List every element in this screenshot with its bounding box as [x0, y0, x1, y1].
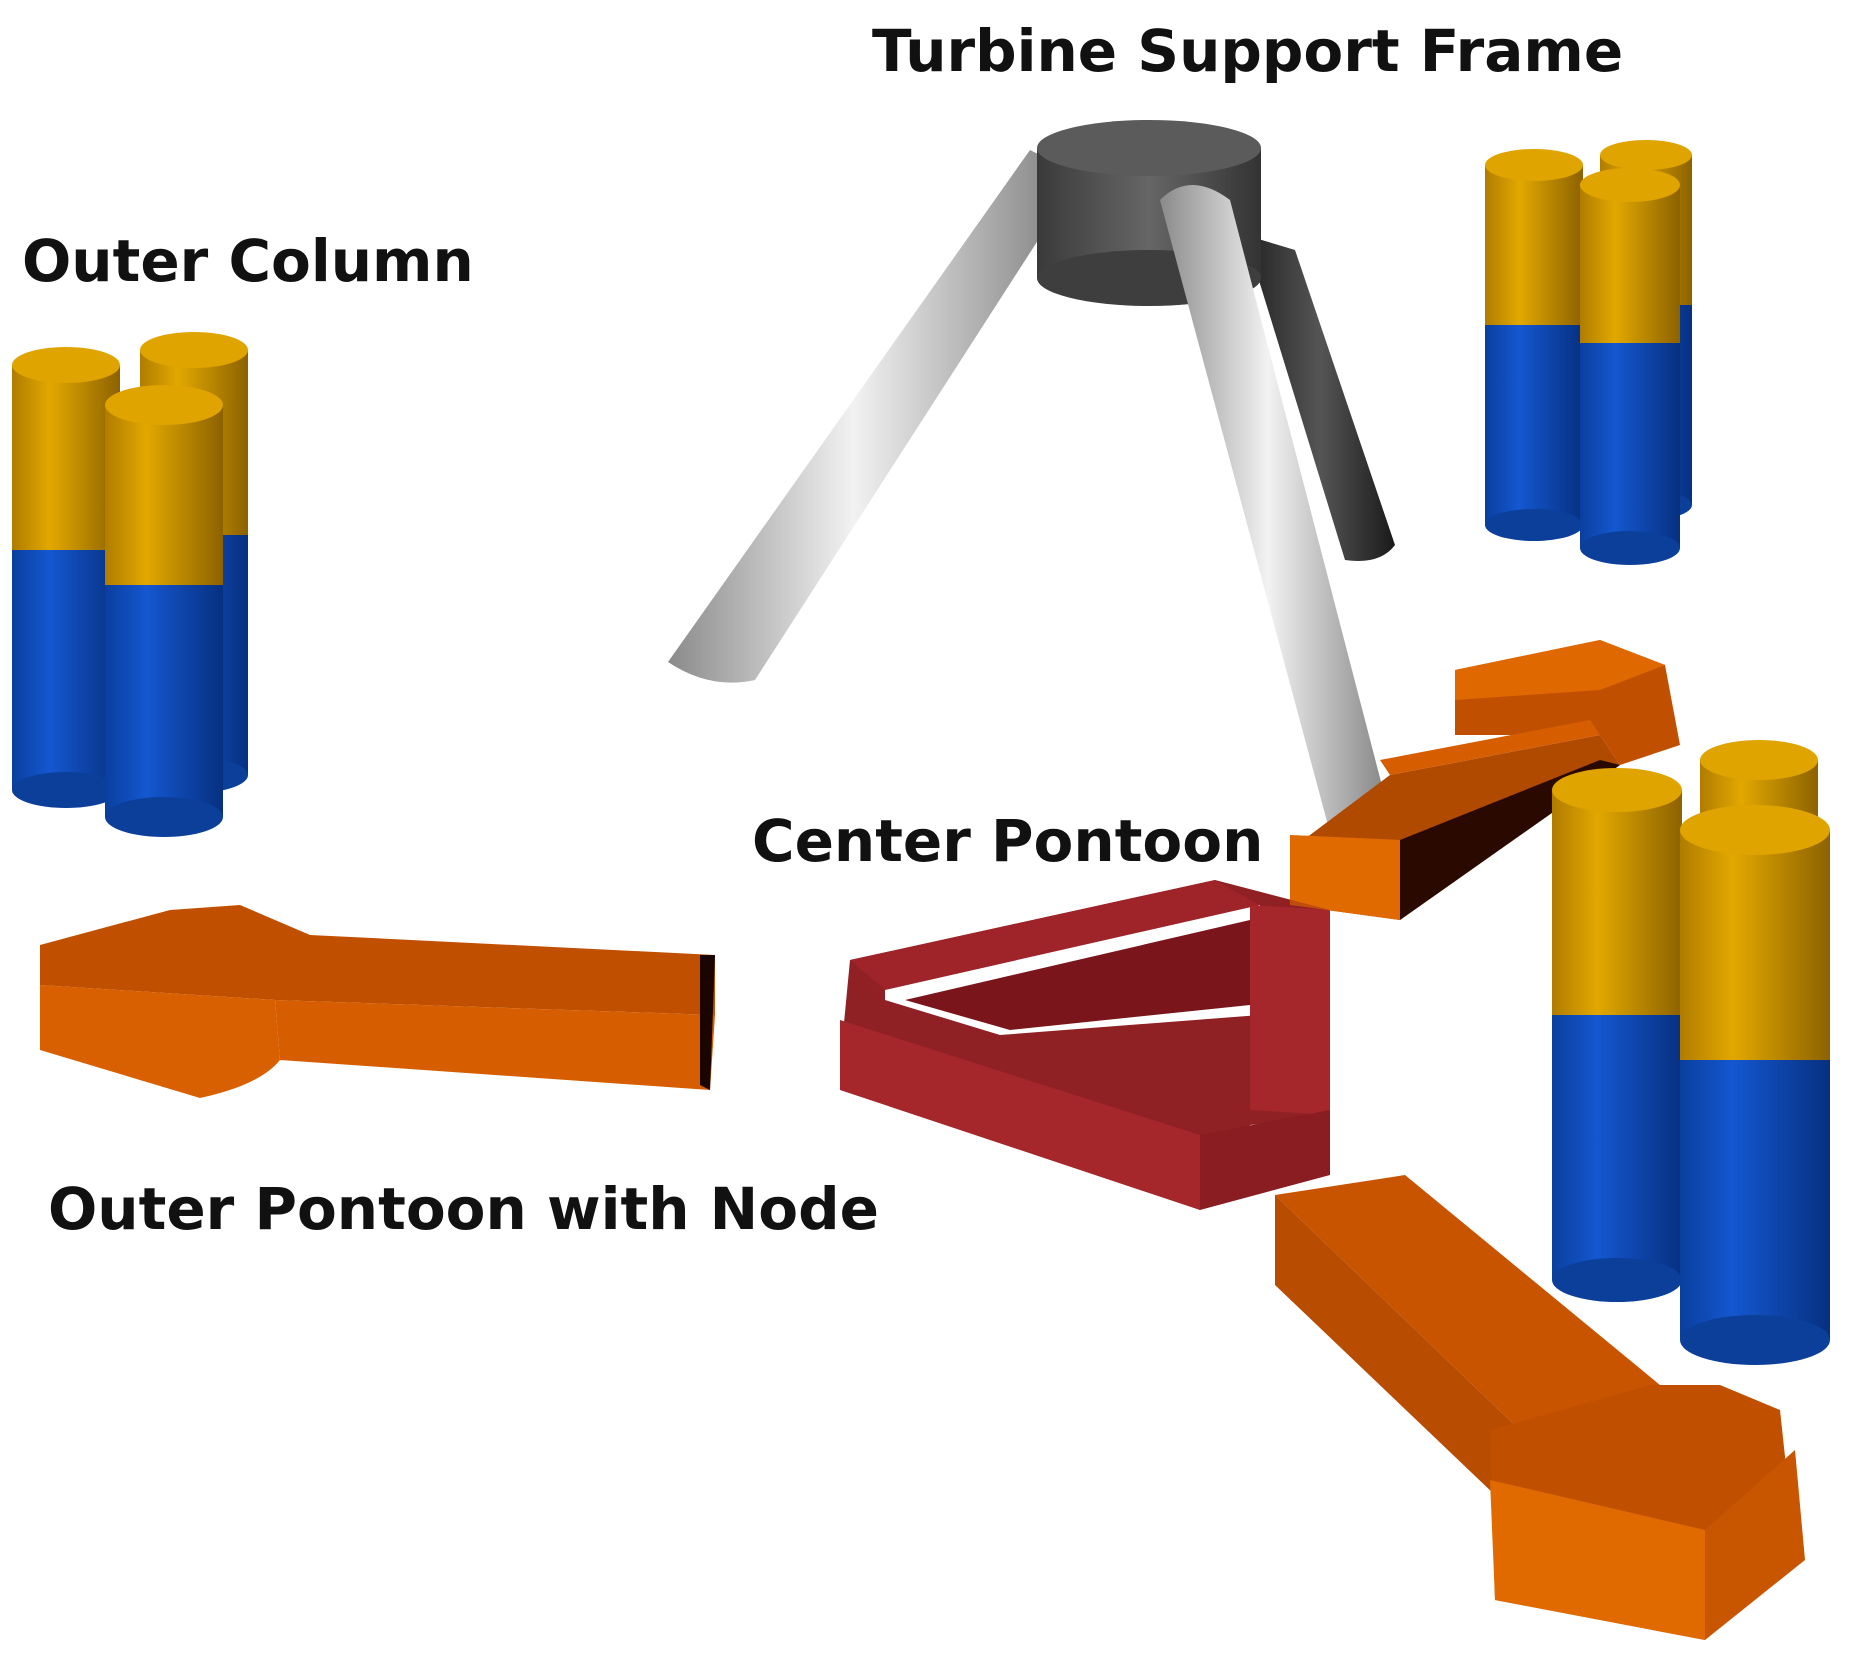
frame-front-leg: [1160, 185, 1400, 871]
frame-leg-collar: [1290, 835, 1400, 920]
turbine-support-frame: [668, 120, 1400, 871]
outer-pontoon-lower-right: [1275, 1175, 1805, 1640]
center-pontoon: [840, 880, 1330, 1210]
frame-back-leg: [1245, 235, 1395, 561]
outer-pontoon-left: [40, 905, 715, 1098]
label-turbine-support-frame: Turbine Support Frame: [872, 17, 1624, 85]
outer-column-right-lower: [1552, 740, 1830, 1365]
outer-column-right-upper: [1485, 140, 1692, 565]
label-outer-pontoon-with-node: Outer Pontoon with Node: [48, 1175, 879, 1243]
frame-left-leg: [668, 150, 1080, 683]
label-outer-column: Outer Column: [22, 227, 474, 295]
label-center-pontoon: Center Pontoon: [752, 807, 1264, 875]
outer-column-left: [12, 332, 248, 837]
